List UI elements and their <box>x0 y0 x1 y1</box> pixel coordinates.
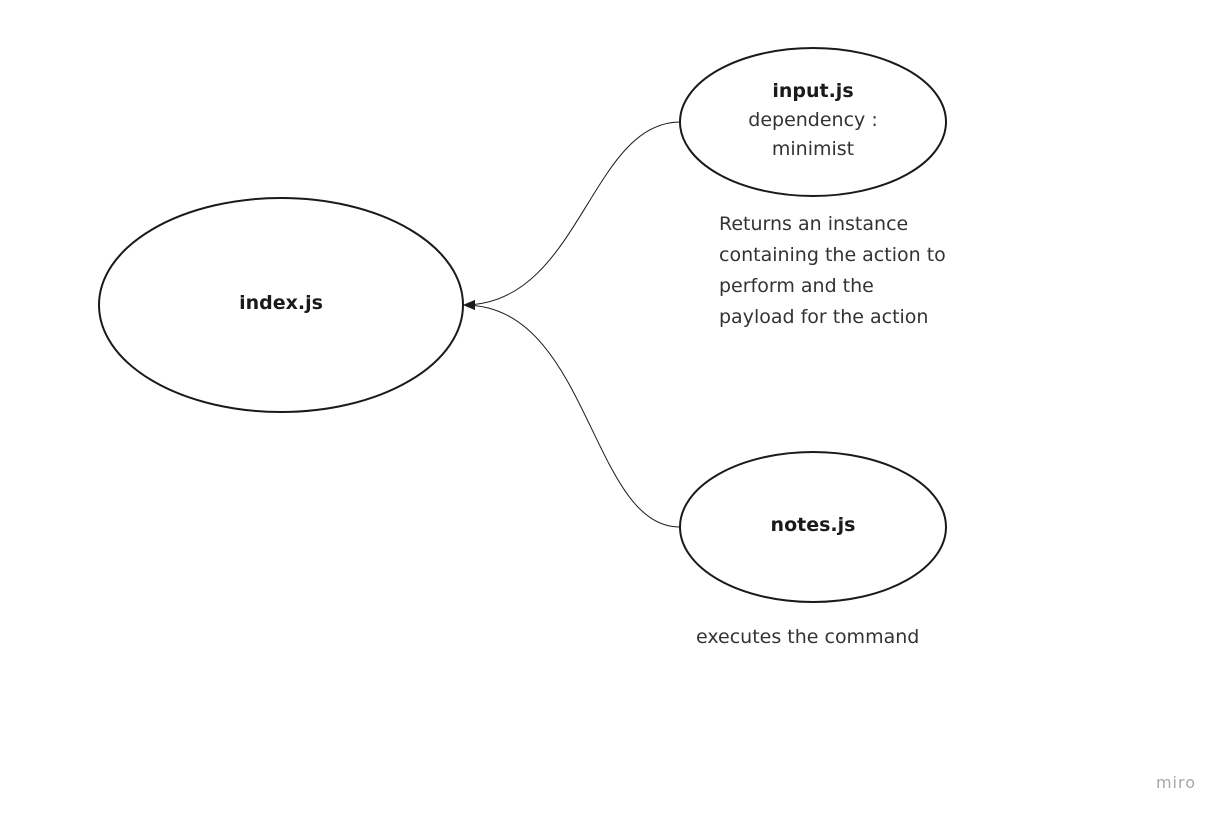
input-node-title: input.js <box>772 80 854 102</box>
index-node-shape[interactable] <box>98 197 464 413</box>
input-node-dependency-value: minimist <box>771 138 855 160</box>
input-node-label: input.js dependency : minimist <box>713 77 913 164</box>
notes-node-title: notes.js <box>770 514 856 536</box>
input-note[interactable]: Returns an instance containing the actio… <box>719 209 979 333</box>
miro-watermark: miro <box>1155 773 1196 792</box>
notes-note[interactable]: executes the command <box>696 622 976 653</box>
notes-node-label: notes.js <box>713 511 913 540</box>
notes-note-line: executes the command <box>696 626 920 648</box>
index-node-label: index.js <box>181 289 381 318</box>
connector-input-to-index[interactable] <box>463 121 681 310</box>
index-node-title: index.js <box>239 292 323 314</box>
connector-notes-to-index[interactable] <box>463 300 681 528</box>
input-note-line: containing the action to <box>719 244 946 266</box>
input-note-line: perform and the <box>719 275 874 297</box>
input-node-dependency-label: dependency : <box>748 109 878 131</box>
input-note-line: payload for the action <box>719 306 929 328</box>
input-note-line: Returns an instance <box>719 213 909 235</box>
